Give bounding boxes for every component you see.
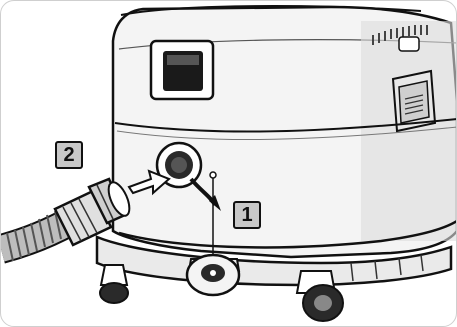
base-ribs (350, 254, 424, 282)
body-seam (114, 118, 456, 133)
center-cap (185, 253, 241, 297)
step-2-label: 2 (55, 141, 83, 169)
step-1-label: 1 (233, 201, 261, 229)
tag (398, 36, 420, 52)
front-wheel (99, 264, 129, 304)
rear-wheel (295, 270, 344, 322)
vent-slots (372, 25, 428, 45)
right-shading (361, 21, 456, 241)
hose-connector (53, 177, 131, 247)
lower-housing (118, 220, 456, 249)
top-rim (120, 5, 422, 16)
hose-inlet-icon (155, 141, 203, 189)
push-arrow-icon (127, 169, 171, 196)
